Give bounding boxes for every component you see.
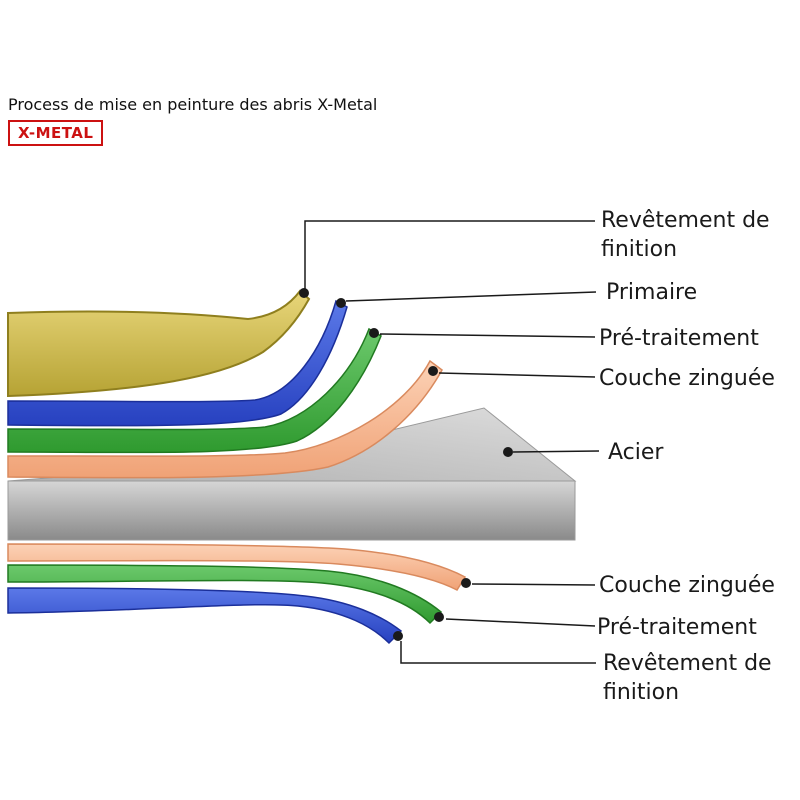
layer-pretreat-top <box>7 327 382 454</box>
label-zinc-top: Couche zinguée <box>599 366 775 391</box>
label-finish-top: Revêtement de finition <box>601 208 770 263</box>
steel-front-face <box>7 480 576 541</box>
label-steel: Acier <box>608 440 664 465</box>
leader-line-primer <box>345 291 597 302</box>
marker-dot-zinc-bottom <box>461 578 471 588</box>
marker-dot-finish-top <box>299 288 309 298</box>
label-pretreat-bottom: Pré-traitement <box>597 615 757 640</box>
leader-line-pretreat-top <box>379 333 596 338</box>
layer-finish-top <box>7 289 311 398</box>
leader-line-zinc-top <box>438 372 596 378</box>
layer-finish-bottom <box>7 587 403 645</box>
leader-line-finish-top <box>304 220 595 289</box>
marker-dot-pretreat-top <box>369 328 379 338</box>
marker-dot-zinc-top <box>428 366 438 376</box>
layer-primer-top <box>7 299 348 427</box>
label-finish-bottom: Revêtement de finition <box>603 651 772 706</box>
leader-line-pretreat-bottom <box>445 618 596 627</box>
page-title: Process de mise en peinture des abris X-… <box>8 95 378 114</box>
marker-dot-steel <box>503 447 513 457</box>
xmetal-logo: X-METAL <box>8 120 104 146</box>
marker-dot-pretreat-bottom <box>434 612 444 622</box>
layer-zinc-bottom <box>7 543 467 591</box>
marker-dot-finish-bottom <box>393 631 403 641</box>
leader-line-steel <box>512 450 600 453</box>
layer-zinc-top <box>7 359 443 479</box>
label-primer: Primaire <box>606 280 698 305</box>
leader-line-zinc-bottom <box>471 583 596 586</box>
label-zinc-bottom: Couche zinguée <box>599 573 775 598</box>
label-pretreat-top: Pré-traitement <box>599 326 759 351</box>
marker-dot-primer <box>336 298 346 308</box>
leader-line-finish-bottom <box>400 641 596 664</box>
